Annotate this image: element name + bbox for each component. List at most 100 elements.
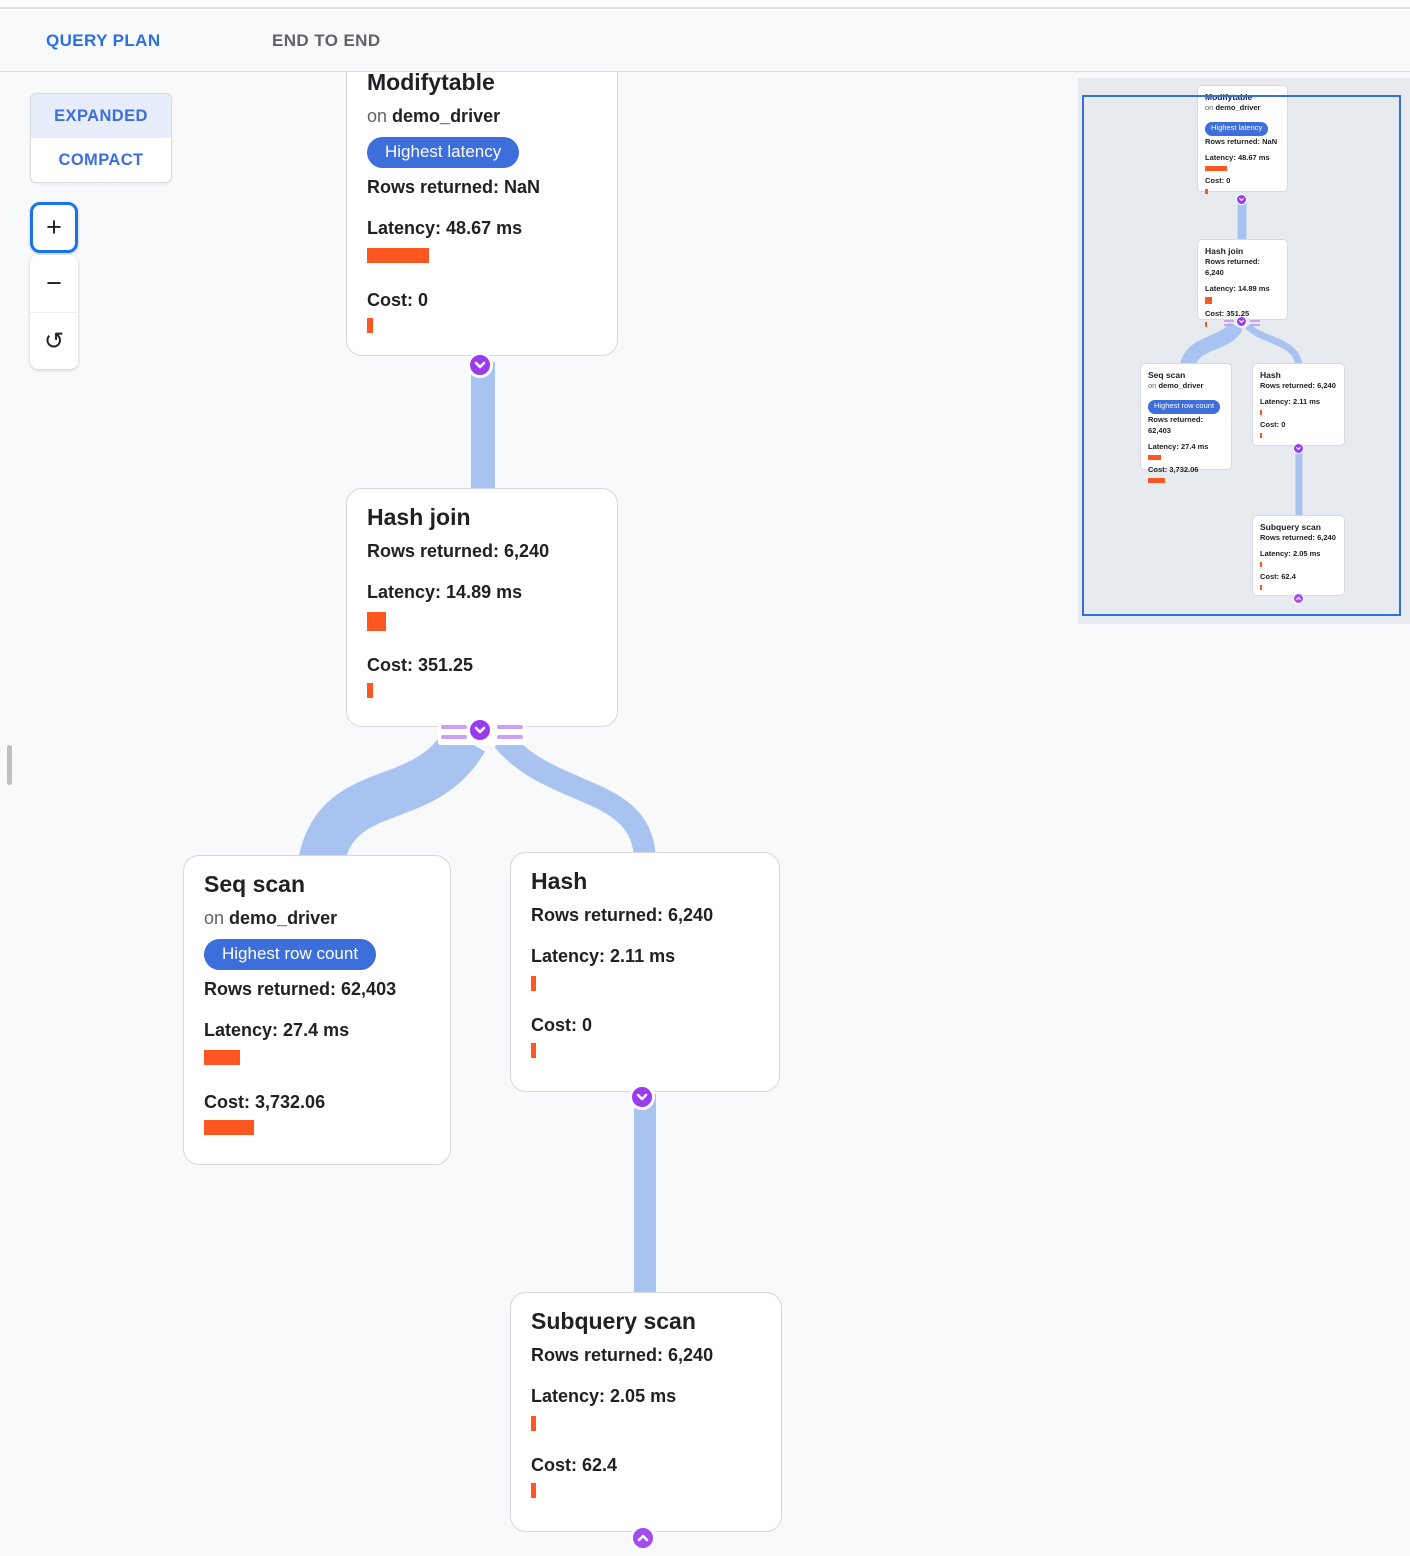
latency-value: 2.05 ms bbox=[610, 1386, 677, 1406]
collapse-node-button[interactable] bbox=[629, 1084, 655, 1110]
cost-stat: Cost: 3,732.06 bbox=[204, 1092, 430, 1113]
mini-title: Hash bbox=[1260, 370, 1281, 380]
cost-label: Cost: bbox=[1260, 572, 1280, 582]
mini-chevron-down-icon bbox=[1236, 194, 1247, 205]
mini-chevron-up-icon bbox=[1293, 593, 1304, 604]
collapse-node-button[interactable] bbox=[467, 352, 493, 378]
mini-latency: Latency: 14.89 ms bbox=[1205, 284, 1280, 295]
table-name: demo_driver bbox=[229, 908, 338, 928]
minimap-node-seq-scan: Seq scan on demo_driver Highest row coun… bbox=[1140, 363, 1232, 483]
mini-badge: Highest row count bbox=[1148, 400, 1221, 415]
cost-value: 351.25 bbox=[1226, 308, 1250, 318]
expanded-view-button[interactable]: EXPANDED bbox=[31, 94, 171, 138]
mini-latency-bar bbox=[1205, 166, 1227, 172]
on-label: on bbox=[204, 908, 225, 928]
latency-stat: Latency: 27.4 ms bbox=[204, 1020, 430, 1041]
mini-title: Subquery scan bbox=[1260, 522, 1321, 532]
zoom-in-button[interactable]: + bbox=[30, 202, 78, 253]
cost-label: Cost: bbox=[1205, 308, 1225, 318]
latency-value: 27.4 ms bbox=[283, 1020, 350, 1040]
latency-label: Latency: bbox=[1260, 397, 1291, 407]
latency-label: Latency: bbox=[1205, 153, 1236, 163]
collapse-indicator-line bbox=[441, 725, 467, 729]
cost-value: 0 bbox=[1226, 176, 1231, 186]
collapse-node-button[interactable] bbox=[467, 717, 493, 743]
mini-table: on demo_driver bbox=[1148, 381, 1224, 392]
cost-bar bbox=[531, 1483, 536, 1498]
latency-stat: Latency: 48.67 ms bbox=[367, 218, 597, 239]
cost-label: Cost: bbox=[1260, 420, 1280, 430]
mini-latency: Latency: 48.67 ms bbox=[1205, 153, 1280, 164]
cost-value: 351.25 bbox=[418, 655, 474, 675]
rows-value: NaN bbox=[1262, 137, 1278, 147]
latency-value: 14.89 ms bbox=[1237, 284, 1270, 294]
latency-value: 2.11 ms bbox=[1292, 397, 1321, 407]
cost-value: 3,732.06 bbox=[1169, 465, 1199, 474]
collapse-indicator-line bbox=[497, 735, 523, 739]
zoom-reset-button[interactable]: ↺ bbox=[30, 313, 78, 369]
minimap-viewport[interactable] bbox=[1082, 95, 1401, 616]
latency-stat: Latency: 2.11 ms bbox=[531, 946, 759, 967]
compact-view-button[interactable]: COMPACT bbox=[58, 150, 144, 169]
rows-label: Rows returned: bbox=[531, 1345, 664, 1365]
latency-label: Latency: bbox=[1260, 549, 1291, 559]
rows-stat: Rows returned: 6,240 bbox=[531, 905, 759, 926]
mini-cost: Cost: 351.25 bbox=[1205, 309, 1280, 320]
tab-query-plan[interactable]: QUERY PLAN bbox=[46, 31, 161, 50]
mini-cost: Cost: 3,732.06 bbox=[1148, 465, 1224, 476]
top-divider bbox=[0, 0, 1410, 9]
cost-stat: Cost: 351.25 bbox=[367, 655, 597, 676]
expand-node-button[interactable] bbox=[630, 1525, 656, 1551]
plan-node-subquery-scan[interactable]: Subquery scan Rows returned: 6,240 Laten… bbox=[510, 1292, 782, 1532]
zoom-controls: + − ↺ bbox=[30, 202, 78, 369]
collapse-indicator-line bbox=[441, 735, 467, 739]
rows-value: 6,240 bbox=[668, 905, 714, 925]
on-label: on bbox=[1148, 381, 1157, 391]
minimap-node-subquery-scan: Subquery scan Rows returned: 6,240 Laten… bbox=[1252, 515, 1345, 596]
rows-label: Rows returned: bbox=[1260, 533, 1316, 543]
rows-value: NaN bbox=[504, 177, 541, 197]
mini-table: on demo_driver bbox=[1205, 103, 1280, 114]
rows-label: Rows returned: bbox=[1148, 415, 1204, 425]
tab-bar: QUERY PLAN END TO END bbox=[0, 11, 1410, 83]
latency-value: 27.4 ms bbox=[1180, 442, 1209, 452]
tab-end-to-end[interactable]: END TO END bbox=[272, 31, 381, 50]
latency-bar bbox=[531, 976, 536, 991]
rows-value: 62,403 bbox=[341, 979, 397, 999]
plan-node-seq-scan[interactable]: Seq scan on demo_driver Highest row coun… bbox=[183, 855, 451, 1165]
node-title: Hash bbox=[531, 868, 588, 894]
table-name: demo_driver bbox=[1215, 103, 1261, 113]
mini-chevron-down-icon bbox=[1293, 443, 1304, 454]
cost-stat: Cost: 0 bbox=[531, 1015, 759, 1036]
zoom-out-button[interactable]: − bbox=[30, 255, 78, 313]
cost-label: Cost: bbox=[367, 290, 413, 310]
mini-title: Seq scan bbox=[1148, 370, 1186, 380]
mini-cost-bar bbox=[1260, 432, 1262, 438]
rows-label: Rows returned: bbox=[531, 905, 664, 925]
mini-badge: Highest latency bbox=[1205, 122, 1269, 137]
minimap-node-hash-join: Hash join Rows returned: 6,240 Latency: … bbox=[1197, 239, 1288, 327]
mini-collapse-indicator-line bbox=[1250, 320, 1260, 322]
latency-label: Latency: bbox=[531, 946, 606, 966]
cost-bar bbox=[367, 683, 373, 698]
cost-value: 0 bbox=[1281, 420, 1286, 430]
mini-cost: Cost: 0 bbox=[1205, 176, 1280, 187]
vertical-scrollbar-thumb[interactable] bbox=[7, 745, 12, 785]
plan-node-hash[interactable]: Hash Rows returned: 6,240 Latency: 2.11 … bbox=[510, 852, 780, 1092]
plan-canvas[interactable]: Modifytable on demo_driver Highest laten… bbox=[0, 72, 1410, 1556]
plan-node-hash-join[interactable]: Hash join Rows returned: 6,240 Latency: … bbox=[346, 488, 618, 727]
highest-latency-badge: Highest latency bbox=[367, 137, 520, 168]
plan-node-modifytable[interactable]: Modifytable on demo_driver Highest laten… bbox=[346, 72, 618, 356]
mini-latency-bar bbox=[1260, 562, 1262, 568]
rows-stat: Rows returned: 6,240 bbox=[531, 1345, 761, 1366]
cost-bar bbox=[204, 1120, 254, 1135]
latency-value: 14.89 ms bbox=[446, 582, 523, 602]
latency-bar bbox=[367, 612, 386, 631]
rows-label: Rows returned: bbox=[1260, 381, 1316, 391]
mini-rows: Rows returned: 6,240 bbox=[1205, 257, 1280, 279]
minimap[interactable]: Modifytable on demo_driver Highest laten… bbox=[1078, 78, 1410, 624]
rows-label: Rows returned: bbox=[1205, 137, 1261, 147]
latency-bar bbox=[204, 1050, 240, 1065]
minimap-node-hash: Hash Rows returned: 6,240 Latency: 2.11 … bbox=[1252, 363, 1345, 446]
